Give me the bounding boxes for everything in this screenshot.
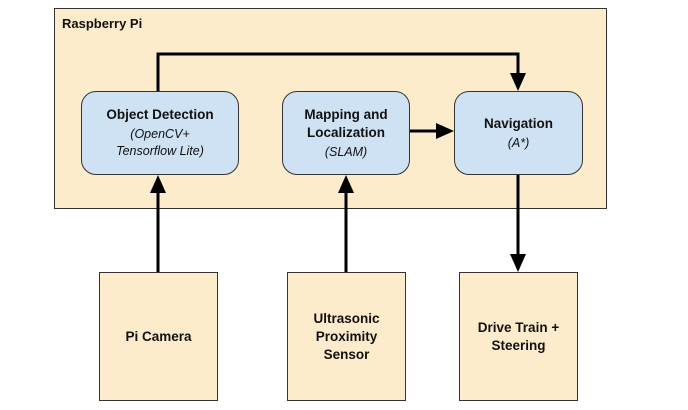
arrowhead-drive-train-top xyxy=(510,254,526,272)
pi-camera-title: Pi Camera xyxy=(125,328,192,344)
ultrasonic-sensor-title: Ultrasonic Proximity Sensor xyxy=(313,310,380,362)
drive-train-node: Drive Train + Steering xyxy=(459,272,578,401)
navigation-title: Navigation xyxy=(483,115,553,131)
ultrasonic-sensor-node: Ultrasonic Proximity Sensor xyxy=(287,272,406,401)
object-detection-subtitle: (OpenCV+ Tensorflow Lite) xyxy=(116,127,204,158)
mapping-localization-title: Mapping and Localization xyxy=(304,106,388,140)
mapping-localization-node: Mapping and Localization (SLAM) xyxy=(282,91,410,175)
pi-camera-node: Pi Camera xyxy=(99,272,218,401)
object-detection-node: Object Detection (OpenCV+ Tensorflow Lit… xyxy=(81,91,239,175)
navigation-subtitle: (A*) xyxy=(507,135,530,150)
drive-train-title: Drive Train + Steering xyxy=(477,319,560,353)
raspberry-pi-label: Raspberry Pi xyxy=(62,16,143,31)
mapping-localization-subtitle: (SLAM) xyxy=(324,144,368,159)
object-detection-title: Object Detection xyxy=(106,107,214,122)
navigation-node: Navigation (A*) xyxy=(454,91,583,175)
